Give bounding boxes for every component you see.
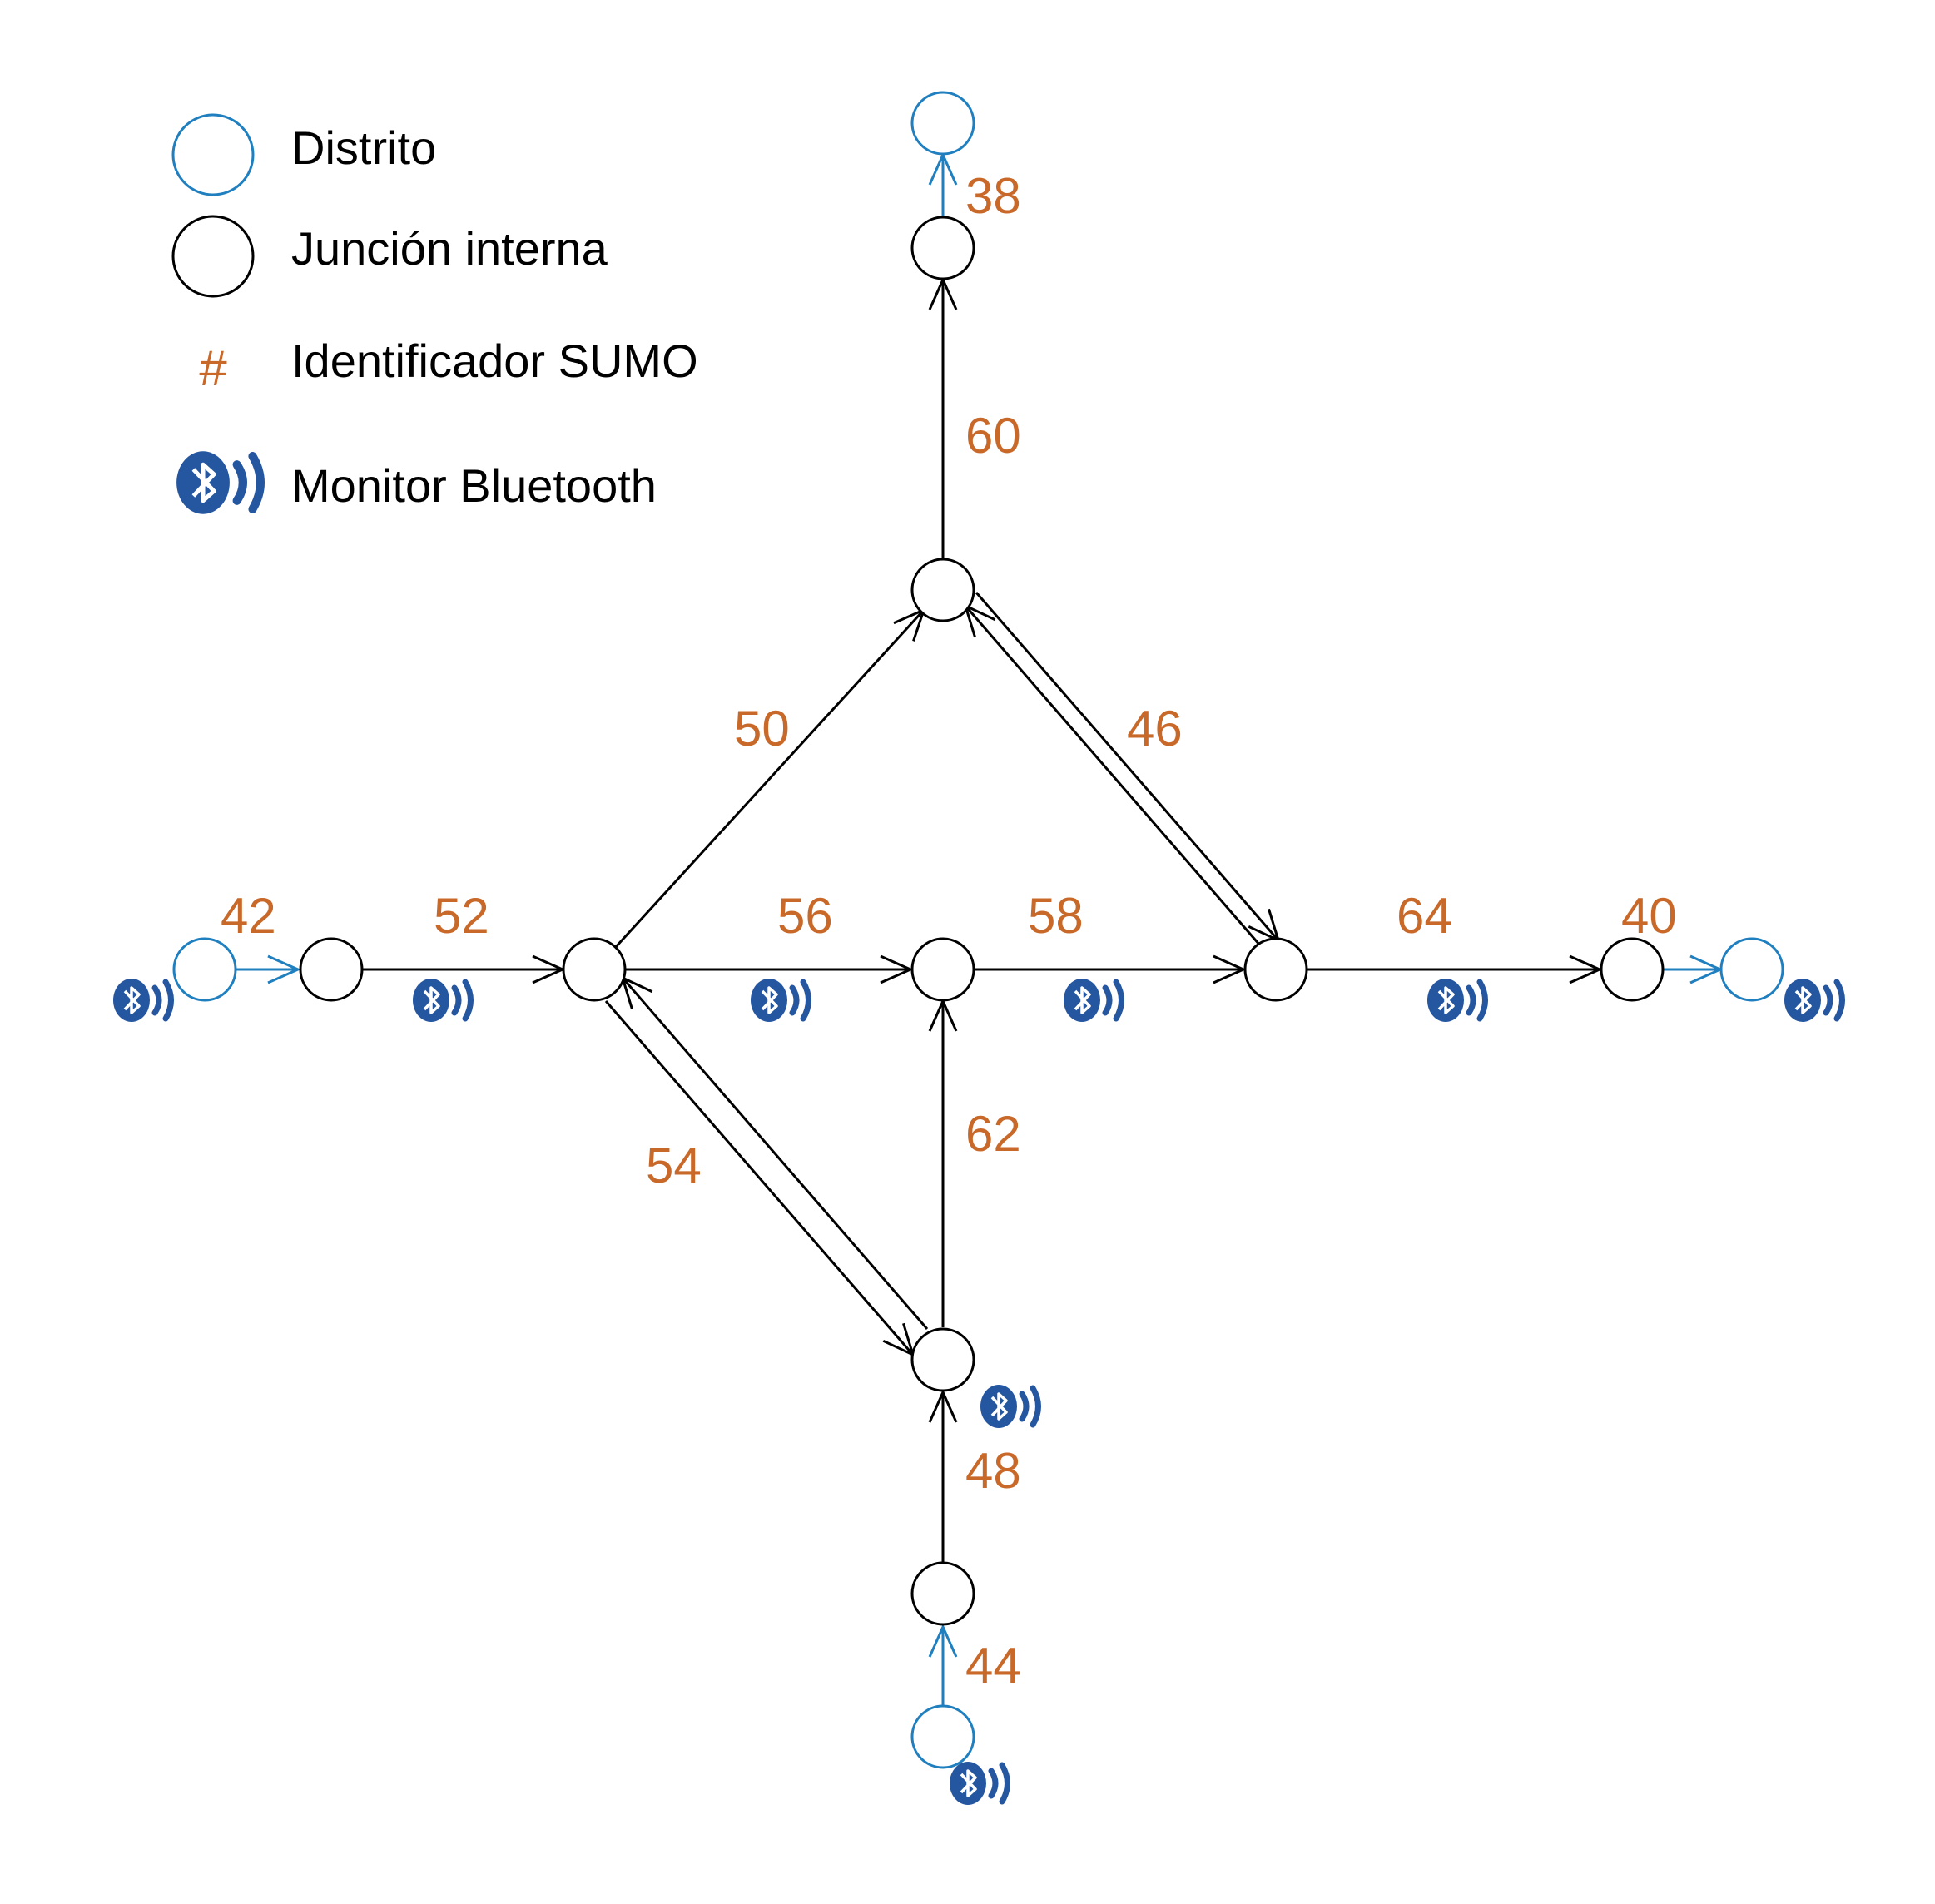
sumo-id-46: 46 [1127,701,1183,756]
bluetooth-monitor-icon [950,1762,1008,1805]
sumo-id-42: 42 [221,888,276,944]
edge-46-b [965,606,1262,946]
edge-54-a [604,1000,913,1355]
bluetooth-monitor-icon [113,979,171,1022]
sumo-id-38: 38 [965,168,1021,224]
sumo-id-60: 60 [965,408,1021,464]
sumo-id-56: 56 [777,888,833,944]
junction-top [910,216,975,280]
legend: Distrito Junción interna # Identificador… [171,113,698,514]
edges [363,280,1600,1562]
edge-54-b [623,978,929,1330]
edge-46-a [975,592,1278,940]
district-bottom [910,1704,975,1769]
legend-district-symbol [171,113,255,196]
legend-junction-label: Junción interna [291,222,608,275]
districts [172,91,1784,1769]
bluetooth-monitor-icon [1064,979,1122,1022]
junction-bottom [910,1561,975,1626]
legend-sumo-id-symbol: # [199,340,227,396]
junction-left-outer [299,937,364,1002]
district-top [910,91,975,156]
sumo-id-54: 54 [646,1138,702,1193]
junctions [299,216,1665,1626]
legend-sumo-id-label: Identificador SUMO [291,335,698,387]
junction-center [910,937,975,1002]
legend-junction-symbol [171,215,255,298]
bluetooth-monitor-icon [1784,979,1843,1022]
sumo-id-48: 48 [965,1443,1021,1499]
district-connectors [236,155,1720,1705]
junction-lower [910,1327,975,1392]
legend-bluetooth-label: Monitor Bluetooth [291,459,657,512]
sumo-id-58: 58 [1028,888,1084,944]
edge-50 [613,610,924,950]
bluetooth-monitor-icon [1427,979,1486,1022]
sumo-id-44: 44 [965,1638,1021,1693]
sumo-id-40: 40 [1621,888,1677,944]
legend-district-label: Distrito [291,121,436,174]
bluetooth-monitor-icon [413,979,471,1022]
district-left [172,937,237,1002]
sumo-ids: 38 60 50 46 42 52 56 58 64 40 54 62 48 4… [221,168,1677,1693]
junction-upper [910,558,975,622]
junction-left-inner [562,937,627,1002]
bluetooth-monitor-icon [751,979,809,1022]
junction-right-inner [1243,937,1308,1002]
junction-right-outer [1600,937,1665,1002]
sumo-id-50: 50 [734,701,790,756]
sumo-id-64: 64 [1397,888,1452,944]
sumo-id-52: 52 [434,888,489,944]
district-right [1719,937,1784,1002]
legend-bluetooth-icon [176,451,260,513]
sumo-id-62: 62 [965,1106,1021,1162]
bluetooth-monitor-icon [980,1385,1039,1428]
